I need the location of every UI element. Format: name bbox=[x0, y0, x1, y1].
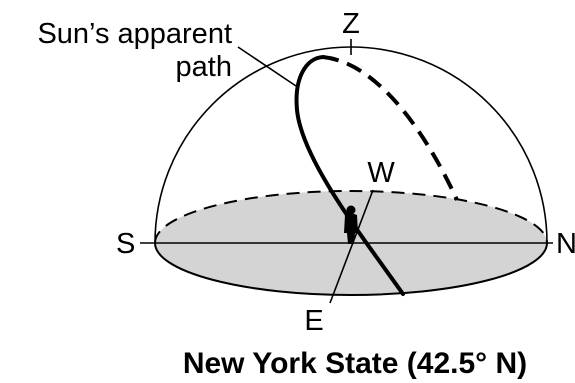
south-label: S bbox=[116, 228, 135, 260]
zenith-label: Z bbox=[342, 8, 360, 40]
west-label: W bbox=[367, 157, 395, 189]
east-label: E bbox=[304, 305, 323, 337]
callout-leader-line bbox=[238, 47, 296, 86]
north-label: N bbox=[556, 228, 575, 260]
callout-label-line1: Sun’s apparent bbox=[37, 18, 232, 50]
callout-label-line2: path bbox=[176, 51, 232, 83]
diagram-caption: New York State (42.5° N) bbox=[183, 347, 527, 380]
